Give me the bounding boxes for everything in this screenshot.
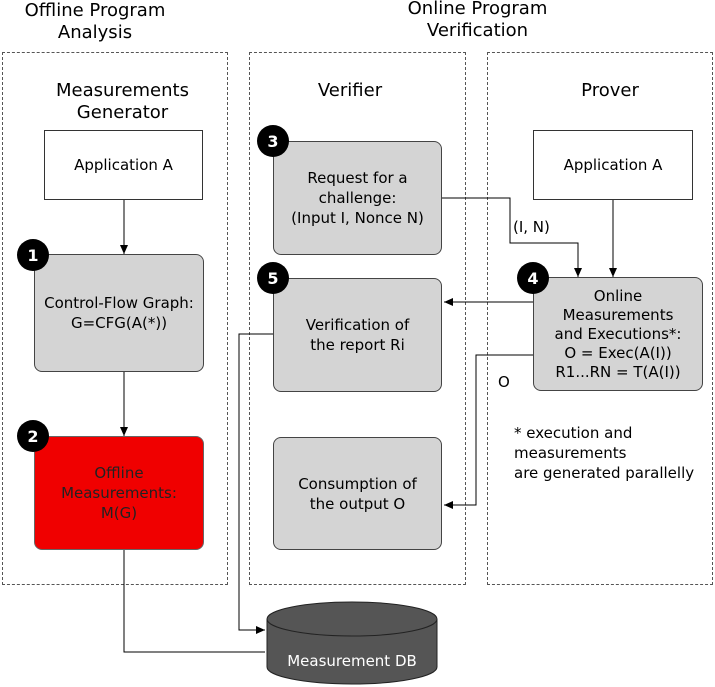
heading-online-verification: Online Program Verification xyxy=(407,0,548,41)
arrow-request-to-online xyxy=(442,197,582,277)
step-badge-4: 4 xyxy=(517,262,549,294)
heading-offline-analysis: Offline Program Analysis xyxy=(24,0,166,43)
footnote-parallel: * execution and measurements are generat… xyxy=(514,424,695,482)
consumption-output-box: Consumption of the output O xyxy=(273,437,442,550)
step-badge-2: 2 xyxy=(17,420,49,452)
panel-verifier xyxy=(249,52,466,585)
verifier-title: Verifier xyxy=(317,80,383,101)
offline-measurements-box: Offline Measurements: M(G) xyxy=(34,436,204,550)
step-badge-3: 3 xyxy=(257,125,289,157)
measurement-db-label: Measurement DB xyxy=(287,652,417,670)
panel-prover xyxy=(487,52,713,585)
input-nonce-label: (I, N) xyxy=(513,218,550,236)
arrow-output-to-consumption xyxy=(444,354,533,509)
request-challenge-box: Request for a challenge: (Input I, Nonce… xyxy=(273,141,442,255)
step-badge-5: 5 xyxy=(257,262,289,294)
online-measurements-box: Online Measurements and Executions*: O =… xyxy=(533,277,703,391)
application-a-box-offline: Application A xyxy=(44,130,203,200)
generator-title: Measurements Generator xyxy=(56,80,189,123)
prover-title: Prover xyxy=(581,80,639,101)
application-a-box-prover: Application A xyxy=(533,130,693,200)
step-badge-1: 1 xyxy=(17,239,49,271)
arrow-verification-to-db xyxy=(238,333,273,634)
panel-measurements-generator xyxy=(2,52,228,585)
verification-report-box: Verification of the report Ri xyxy=(273,278,442,392)
line-offline-to-db xyxy=(123,550,265,653)
output-label: O xyxy=(498,373,510,391)
control-flow-graph-box: Control-Flow Graph: G=CFG(A(*)) xyxy=(34,254,204,372)
